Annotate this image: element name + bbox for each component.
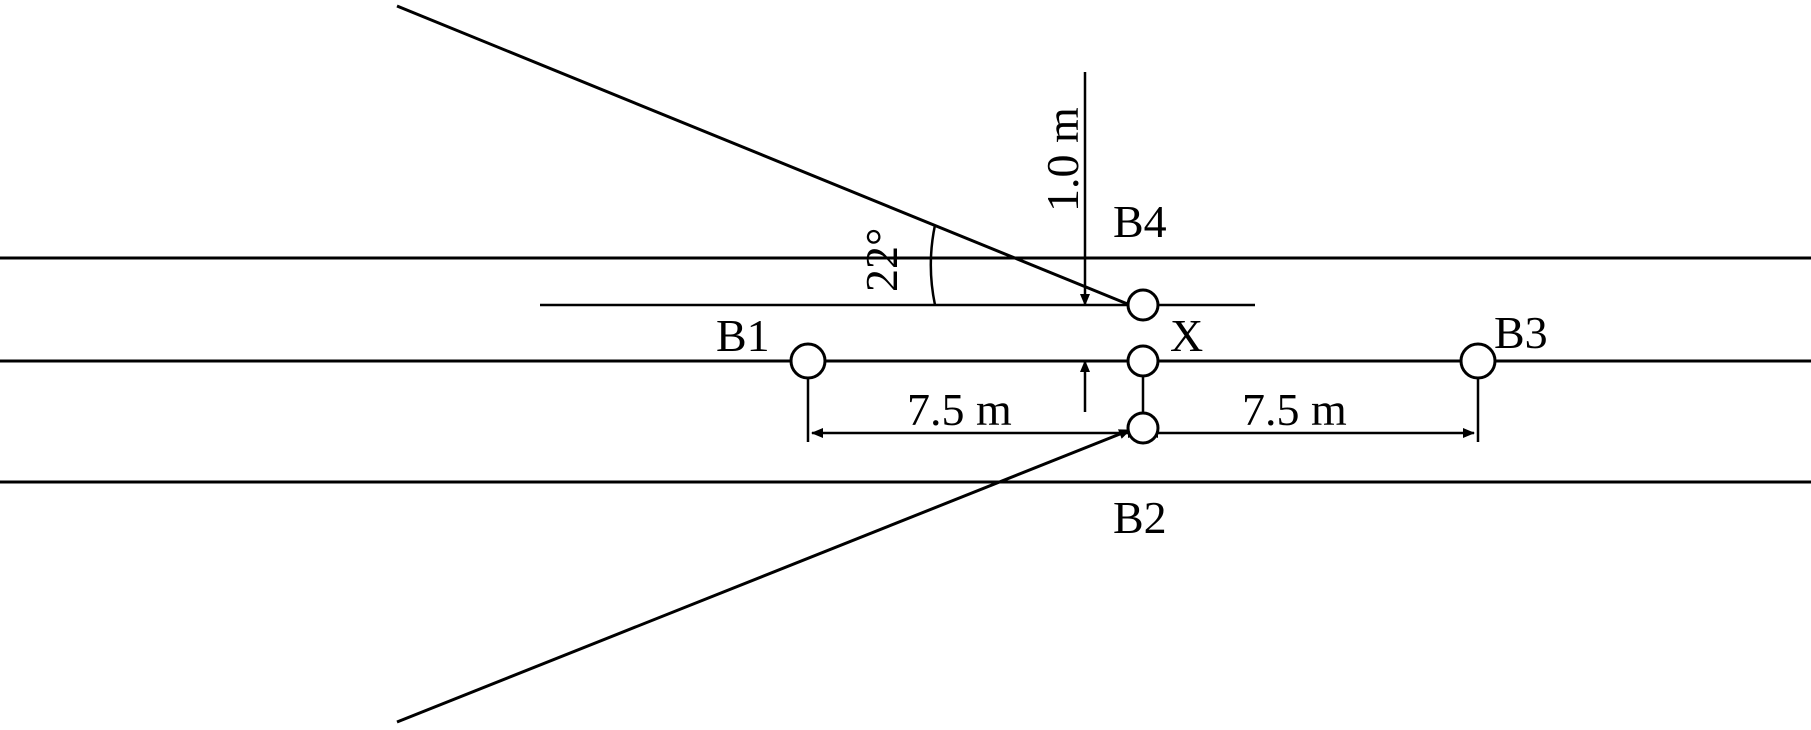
label-x: X <box>1170 310 1203 361</box>
label-dimension-right: 7.5 m <box>1242 384 1347 435</box>
label-dimension-left: 7.5 m <box>907 384 1012 435</box>
label-angle: 22° <box>856 228 907 292</box>
inclined-line-upper <box>396 4 1131 307</box>
borehole-x-point <box>1126 344 1160 378</box>
borehole-b3-point <box>1459 342 1497 380</box>
inclined-line-lower <box>396 428 1131 724</box>
label-b3: B3 <box>1494 307 1548 358</box>
label-b2: B2 <box>1113 492 1167 543</box>
label-b1: B1 <box>716 310 770 361</box>
angle-arc <box>929 224 937 306</box>
label-offset-dimension: 1.0 m <box>1037 107 1088 212</box>
borehole-b4-point <box>1126 288 1160 322</box>
borehole-b2-point <box>1126 411 1160 445</box>
label-b4: B4 <box>1113 196 1167 247</box>
borehole-b1-point <box>789 342 827 380</box>
